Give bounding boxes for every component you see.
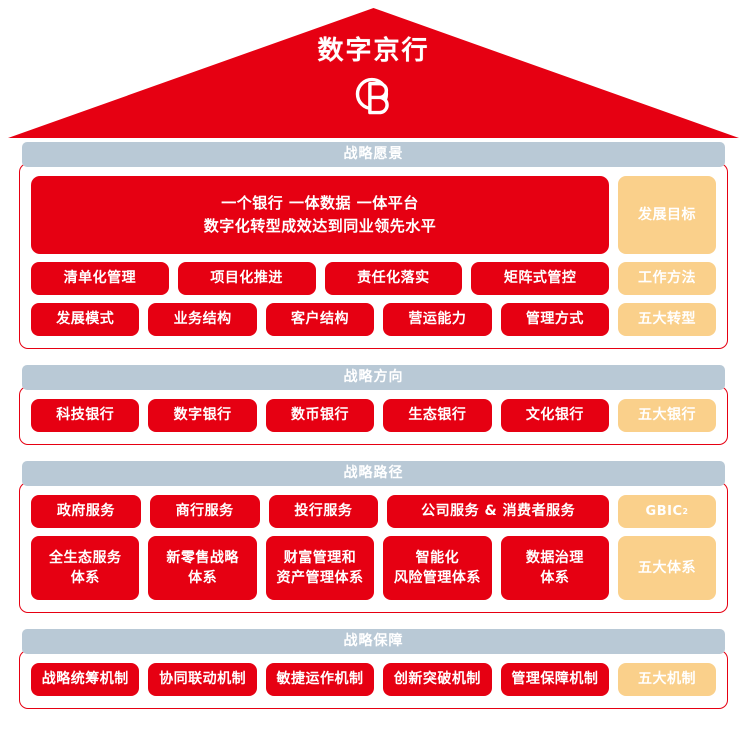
direction-bank-5[interactable]: 文化银行 [500,399,610,432]
path-service-3[interactable]: 投行服务 [268,495,379,528]
roof-title: 数字京行 [317,36,430,66]
direction-bank-2[interactable]: 数字银行 [148,399,257,432]
vision-transform-4[interactable]: 营运能力 [383,303,492,336]
direction-bank-4[interactable]: 生态银行 [383,399,492,432]
vision-banner-row: 一个银行 一体数据 一体平台 数字化转型成效达到同业领先水平 发展目标 [31,176,716,254]
vision-transform-5[interactable]: 管理方式 [500,303,610,336]
path-system-4-line2: 风险管理体系 [393,570,481,586]
path-systems-row: 全生态服务 体系 新零售战略 体系 财富管理和 资产管理体系 [31,536,717,600]
path-service-2[interactable]: 商行服务 [149,495,260,528]
vision-transform-2[interactable]: 业务结构 [148,303,257,336]
path-system-2[interactable]: 新零售战略 体系 [148,536,257,600]
vision-banner-card[interactable]: 一个银行 一体数据 一体平台 数字化转型成效达到同业领先水平 [31,176,609,254]
spacer-1 [0,349,747,365]
vision-banner-line1: 一个银行 一体数据 一体平台 [221,194,419,212]
section-body-direction: 科技银行 数字银行 数币银行 生态银行 文化银行 五大银行 [19,386,728,445]
path-system-5-line2: 体系 [540,570,570,586]
vision-methods-row: 清单化管理 项目化推进 责任化落实 矩阵式管控 工作方法 [31,262,716,295]
guarantee-mechanism-4[interactable]: 创新突破机制 [383,663,492,696]
section-header-bar-path: 战略路径 [22,461,725,486]
path-service-4[interactable]: 公司服务 & 消费者服务 [387,495,609,528]
direction-bank-1[interactable]: 科技银行 [31,399,140,432]
section-title-path: 战略路径 [343,465,404,481]
vision-transform-3[interactable]: 客户结构 [265,303,375,336]
vision-banner-line2: 数字化转型成效达到同业领先水平 [203,217,437,235]
path-system-4-line1: 智能化 [415,550,460,566]
section-header-bar-direction: 战略方向 [22,365,725,390]
vision-banner-tag[interactable]: 发展目标 [618,176,716,254]
section-body-vision: 一个银行 一体数据 一体平台 数字化转型成效达到同业领先水平 发展目标 清单化管… [19,163,728,349]
path-system-4[interactable]: 智能化 风险管理体系 [383,536,492,600]
roof-triangle-shape [8,8,739,138]
path-system-3-line2: 资产管理体系 [276,570,364,586]
guarantee-mechanisms-row: 战略统筹机制 协同联动机制 敏捷运作机制 创新突破机制 管理保障机制 五大机制 [31,663,717,696]
guarantee-mechanism-5[interactable]: 管理保障机制 [500,663,610,696]
section-body-guarantee: 战略统筹机制 协同联动机制 敏捷运作机制 创新突破机制 管理保障机制 五大机制 [19,650,728,709]
path-system-3-line1: 财富管理和 [283,550,357,566]
direction-bank-3[interactable]: 数币银行 [265,399,375,432]
section-title-vision: 战略愿景 [343,146,404,162]
path-system-1-line2: 体系 [70,570,100,586]
section-strategy-direction: 战略方向 科技银行 数字银行 数币银行 生态银行 文化银行 五大银行 [0,365,747,445]
vision-method-3[interactable]: 责任化落实 [324,262,463,295]
direction-banks-row: 科技银行 数字银行 数币银行 生态银行 文化银行 五大银行 [31,399,717,432]
path-system-3[interactable]: 财富管理和 资产管理体系 [265,536,375,600]
path-service-1[interactable]: 政府服务 [31,495,141,528]
section-header-bar-guarantee: 战略保障 [22,629,725,654]
path-system-5[interactable]: 数据治理 体系 [500,536,610,600]
vision-method-1[interactable]: 清单化管理 [31,262,169,295]
vision-transform-1[interactable]: 发展模式 [31,303,140,336]
path-system-2-line1: 新零售战略 [166,550,239,566]
direction-banks-tag[interactable]: 五大银行 [618,399,717,432]
roof-banner: 数字京行 [0,0,747,142]
section-strategy-guarantee: 战略保障 战略统筹机制 协同联动机制 敏捷运作机制 创新突破机制 管理保障机制 … [0,629,747,709]
path-system-2-line2: 体系 [188,570,218,586]
vision-methods-tag[interactable]: 工作方法 [618,262,716,295]
section-header-bar-vision: 战略愿景 [22,142,725,167]
path-system-5-line1: 数据治理 [525,550,584,566]
guarantee-mechanism-3[interactable]: 敏捷运作机制 [265,663,375,696]
vision-method-2[interactable]: 项目化推进 [177,262,316,295]
path-system-1-line1: 全生态服务 [48,550,122,566]
vision-transform-row: 发展模式 业务结构 客户结构 营运能力 管理方式 五大转型 [31,303,717,336]
vision-transform-tag[interactable]: 五大转型 [618,303,717,336]
spacer-2 [0,445,747,461]
spacer-3 [0,613,747,629]
bank-b-circle-logo-icon [355,77,389,115]
section-title-direction: 战略方向 [343,369,404,385]
section-strategy-vision: 战略愿景 一个银行 一体数据 一体平台 数字化转型成效达到同业领先水平 发展目标… [0,142,747,349]
path-services-tag-label: GBIC [645,504,683,519]
vision-method-4[interactable]: 矩阵式管控 [471,262,609,295]
guarantee-mechanisms-tag[interactable]: 五大机制 [618,663,717,696]
guarantee-mechanism-2[interactable]: 协同联动机制 [148,663,257,696]
path-systems-tag[interactable]: 五大体系 [618,536,717,600]
path-system-1[interactable]: 全生态服务 体系 [31,536,140,600]
guarantee-mechanism-1[interactable]: 战略统筹机制 [31,663,140,696]
section-title-guarantee: 战略保障 [343,633,404,649]
